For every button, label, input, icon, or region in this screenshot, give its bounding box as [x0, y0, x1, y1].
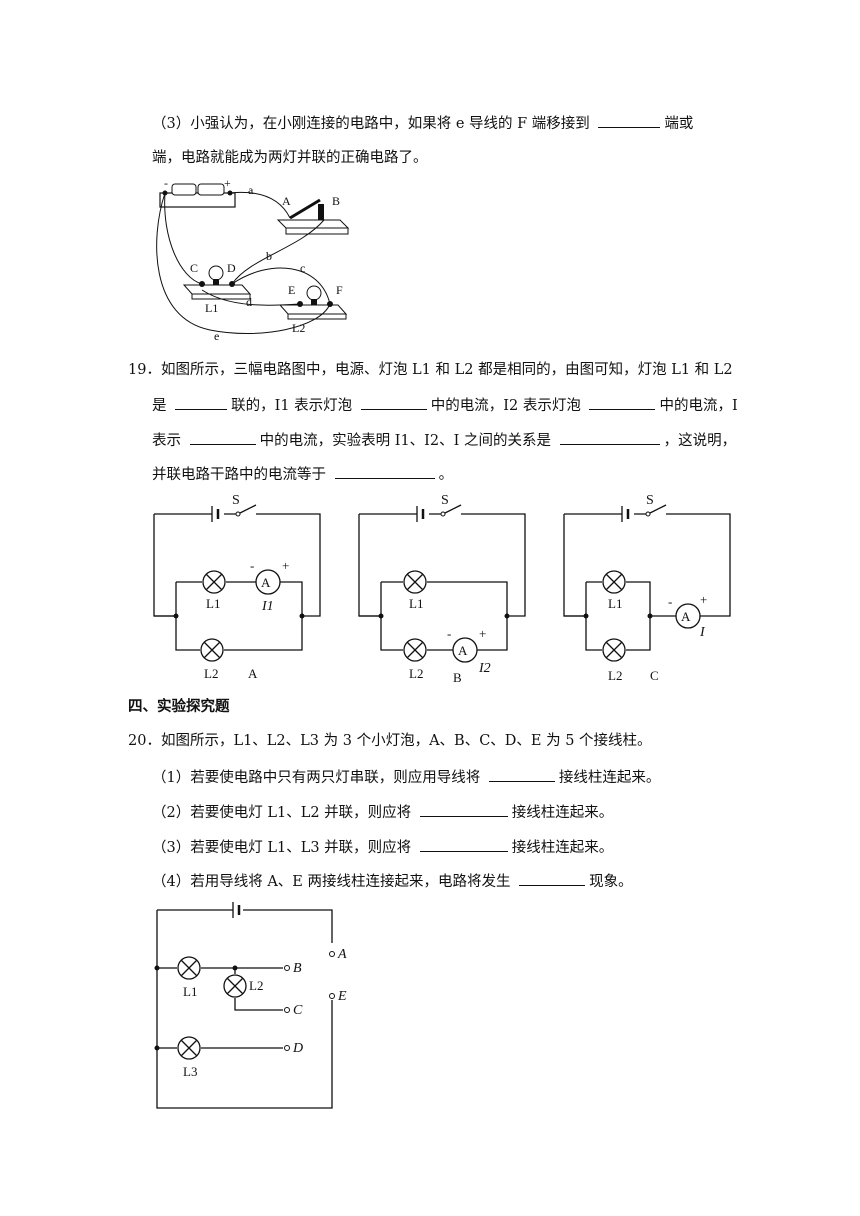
answer-blank[interactable]: [189, 429, 256, 445]
switch-terminal-b-label: B: [332, 194, 340, 208]
lamp-l3-label: L3: [183, 1064, 197, 1079]
current-label: I1: [261, 599, 274, 614]
answer-blank[interactable]: [488, 766, 555, 782]
q19-line3: 表示 中的电流，实验表明 I1、I2、I 之间的关系是 ，这说明，: [152, 429, 736, 451]
ammeter-symbol: A: [458, 643, 468, 658]
ammeter-minus-label: -: [447, 626, 451, 641]
lamp-l1-label: L1: [183, 984, 197, 999]
circuit-figure-a: S A - + L1 I1 L2 A: [153, 493, 321, 681]
current-label: I: [699, 625, 706, 640]
q20-circuit-figure: A E B L1 C L2 D L3: [154, 902, 347, 1109]
terminal-e-label: E: [288, 283, 295, 297]
wire-c-label: c: [300, 261, 305, 275]
lamp-l1-label: L1: [608, 596, 622, 611]
wire-a-label: a: [248, 183, 254, 197]
ammeter-minus-label: -: [668, 594, 672, 609]
terminal-a-label: A: [337, 947, 347, 962]
terminal-d-label: D: [292, 1041, 303, 1056]
answer-blank[interactable]: [519, 870, 586, 886]
switch-s-label: S: [232, 493, 240, 508]
figure-caption: C: [650, 668, 659, 683]
figure-caption: B: [453, 670, 462, 685]
ammeter-symbol: A: [681, 609, 691, 624]
battery-plus-label: +: [224, 176, 231, 190]
battery-minus-label: -: [164, 176, 168, 190]
answer-blank[interactable]: [589, 394, 656, 410]
q19-line2: 是 联的，I1 表示灯泡 中的电流，I2 表示灯泡 中的电流，I: [152, 394, 738, 416]
q18-part3-line2: 端，电路就能成为两灯并联的正确电路了。: [152, 150, 428, 166]
terminal-d-label: D: [227, 261, 236, 275]
section-heading: 四、实验探究题: [128, 698, 230, 715]
lamp-l2-label: L2: [249, 978, 263, 993]
q20-part4: （4）若用导线将 A、E 两接线柱连接起来，电路将发生 现象。: [152, 870, 633, 892]
q19-line4: 并联电路干路中的电流等于 。: [152, 463, 453, 485]
answer-blank[interactable]: [419, 836, 508, 852]
wire-e-label: e: [214, 329, 219, 343]
ammeter-plus-label: +: [700, 592, 707, 607]
wire-b-label: b: [266, 249, 272, 263]
answer-blank[interactable]: [334, 463, 435, 479]
answer-blank[interactable]: [175, 394, 228, 410]
terminal-f-label: F: [336, 283, 343, 297]
lamp-l2-label: L2: [608, 668, 622, 683]
q20-intro: 20．如图所示，L1、L2、L3 为 3 个小灯泡，A、B、C、D、E 为 5 …: [128, 733, 652, 749]
q20-part2: （2）若要使电灯 L1、L2 并联，则应将 接线柱连起来。: [152, 801, 613, 823]
answer-blank[interactable]: [360, 394, 427, 410]
switch-terminal-a-label: A: [282, 194, 291, 208]
figure-caption: A: [248, 666, 258, 681]
current-label: I2: [478, 661, 491, 676]
circuit-figure-c: S A - + I L1 L2 C: [563, 493, 731, 683]
lamp-l1-label: L1: [205, 301, 218, 315]
terminal-c-label: C: [190, 261, 198, 275]
q19-line1: 19．如图所示，三幅电路图中，电源、灯泡 L1 和 L2 都是相同的，由图可知，…: [128, 362, 733, 378]
answer-blank[interactable]: [419, 801, 508, 817]
ammeter-symbol: A: [261, 575, 271, 590]
terminal-e-label: E: [337, 989, 347, 1004]
circuit-figure-b: S A - + L1 L2 B I2: [358, 493, 526, 685]
physical-circuit-figure: - + A B C D L1 E F L2 a b c d e: [156, 176, 350, 343]
lamp-l1-label: L1: [206, 596, 220, 611]
q18-part3-line1: （3）小强认为，在小刚连接的电路中，如果将 e 导线的 F 端移接到 端或: [152, 112, 693, 134]
terminal-b-label: B: [293, 961, 302, 976]
switch-s-label: S: [646, 493, 654, 508]
wire-d-label: d: [246, 295, 252, 309]
ammeter-plus-label: +: [479, 626, 486, 641]
lamp-l2-label: L2: [409, 666, 423, 681]
lamp-l2-label: L2: [204, 666, 218, 681]
ammeter-minus-label: -: [250, 558, 254, 573]
answer-blank[interactable]: [598, 112, 661, 128]
switch-s-label: S: [441, 493, 449, 508]
lamp-l1-label: L1: [409, 596, 423, 611]
q20-part3: （3）若要使电灯 L1、L3 并联，则应将 接线柱连起来。: [152, 836, 613, 858]
answer-blank[interactable]: [559, 429, 660, 445]
q20-part1: （1）若要使电路中只有两只灯串联，则应用导线将 接线柱连起来。: [152, 766, 660, 788]
ammeter-plus-label: +: [282, 558, 289, 573]
terminal-c-label: C: [293, 1003, 303, 1018]
